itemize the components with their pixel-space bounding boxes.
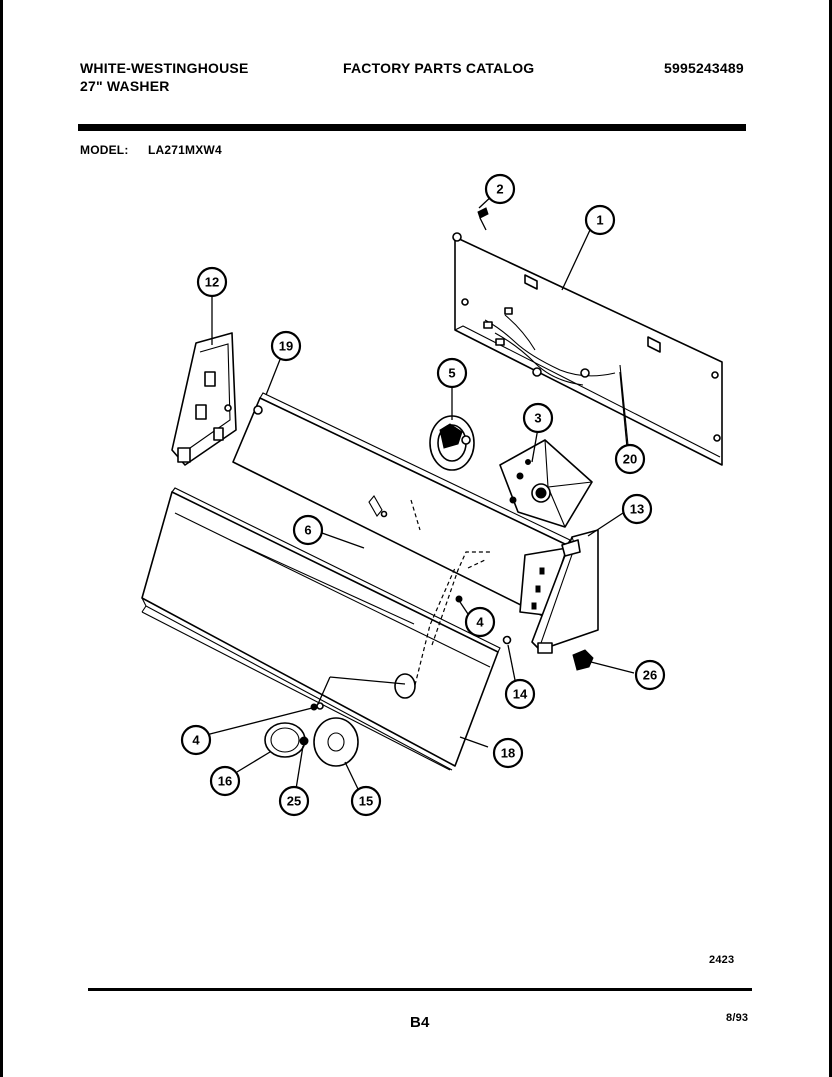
svg-text:13: 13 [630, 502, 644, 517]
svg-text:15: 15 [359, 794, 373, 809]
svg-text:20: 20 [623, 452, 637, 467]
footer-date: 8/93 [726, 1012, 749, 1024]
page-number: B4 [410, 1014, 430, 1031]
callout-26: 26 [634, 659, 666, 691]
header-rule [78, 124, 746, 131]
callout-25: 25 [278, 785, 310, 817]
callout-12: 12 [196, 266, 228, 298]
callout-4-left: 4 [180, 724, 212, 756]
model-value: LA271MXW4 [148, 143, 222, 157]
callout-19: 19 [270, 330, 302, 362]
callout-1: 1 [584, 204, 616, 236]
callout-20: 20 [614, 443, 646, 475]
side-bracket-part [171, 332, 237, 466]
svg-text:14: 14 [513, 687, 528, 702]
timer-switch-part [499, 439, 593, 528]
clip-part [572, 649, 594, 671]
rear-panel-part [452, 232, 723, 466]
svg-text:12: 12 [205, 275, 219, 290]
callout-4-right: 4 [464, 606, 496, 638]
leader-lines [205, 229, 635, 790]
model-label: MODEL: [80, 143, 129, 157]
svg-text:4: 4 [476, 615, 484, 630]
svg-text:19: 19 [279, 339, 293, 354]
fasteners [310, 495, 512, 711]
callout-16: 16 [209, 765, 241, 797]
front-console-part [141, 487, 501, 771]
left-frame-edge [0, 0, 3, 1077]
callout-15: 15 [350, 785, 382, 817]
footer-rule [88, 988, 752, 991]
svg-text:3: 3 [534, 411, 541, 426]
catalog-number: 5995243489 [664, 60, 744, 76]
svg-text:6: 6 [304, 523, 311, 538]
svg-text:18: 18 [501, 746, 515, 761]
callout-2: 2 [484, 173, 516, 205]
callout-18: 18 [492, 737, 524, 769]
knob-assembly [264, 717, 359, 767]
svg-text:26: 26 [643, 668, 657, 683]
product-name: 27" WASHER [80, 78, 170, 94]
end-cap-part [531, 529, 599, 654]
svg-text:16: 16 [218, 774, 232, 789]
hidden-lines [410, 499, 490, 686]
callout-5: 5 [436, 357, 468, 389]
catalog-title: FACTORY PARTS CATALOG [343, 60, 535, 76]
svg-text:1: 1 [596, 213, 603, 228]
callout-14: 14 [504, 678, 536, 710]
svg-text:4: 4 [192, 733, 200, 748]
callout-13: 13 [621, 493, 653, 525]
sensor-assembly-part [429, 415, 475, 471]
svg-text:25: 25 [287, 794, 301, 809]
callout-6: 6 [292, 514, 324, 546]
svg-text:2: 2 [496, 182, 503, 197]
brand-name: WHITE-WESTINGHOUSE [80, 60, 249, 76]
callout-3: 3 [522, 402, 554, 434]
svg-text:5: 5 [448, 366, 455, 381]
drawing-number: 2423 [709, 954, 735, 966]
right-frame-edge [829, 0, 832, 1077]
